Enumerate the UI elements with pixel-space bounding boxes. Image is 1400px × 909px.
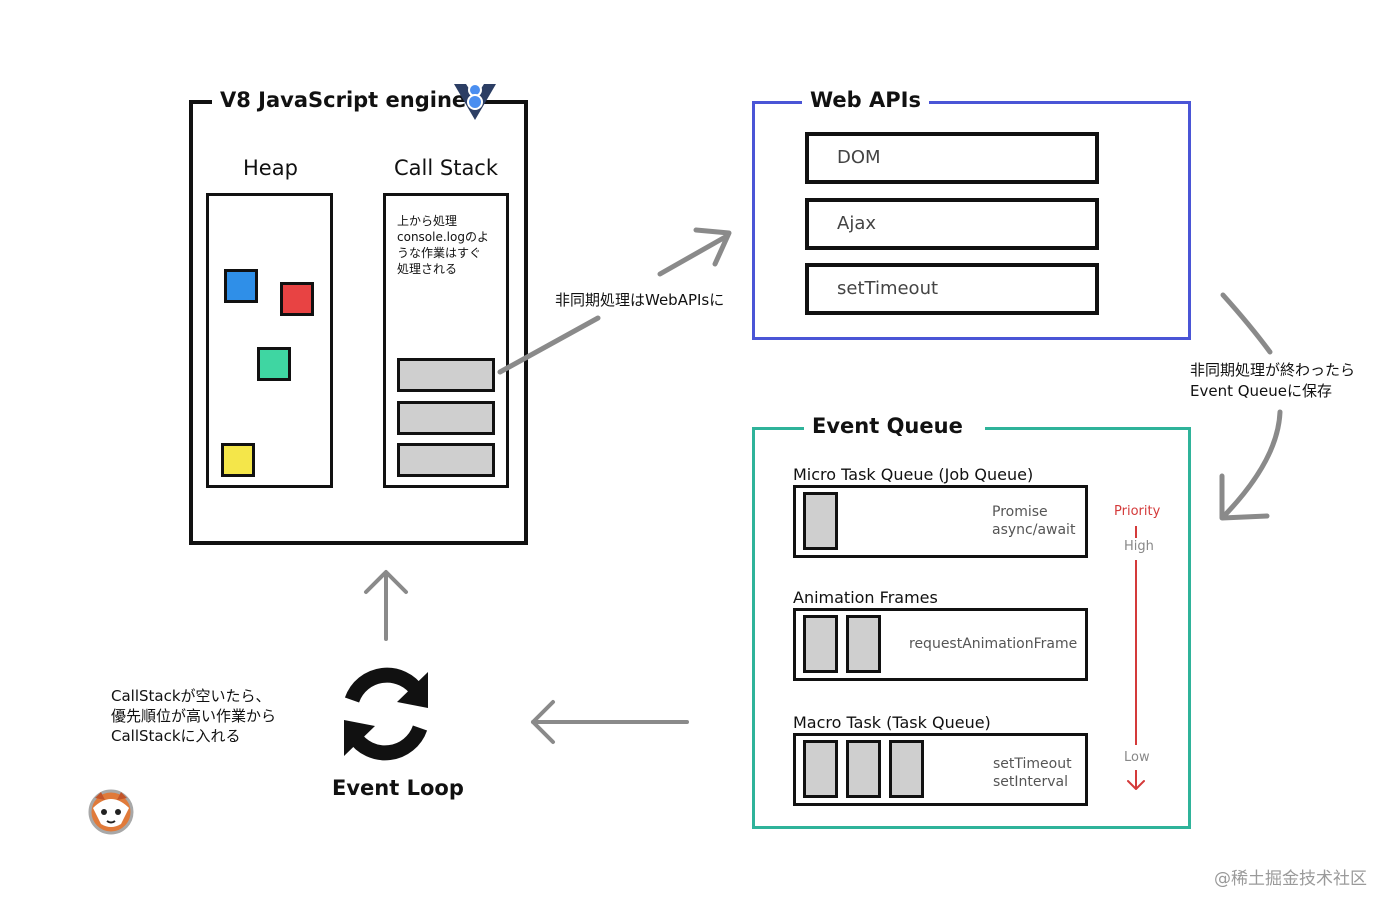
- micro-task-queue: [793, 485, 1088, 558]
- macro-tag: setTimeout: [993, 756, 1072, 772]
- event-loop-note-line: 優先順位が高い作業から: [111, 707, 277, 725]
- callstack-note-line: うな作業はすぐ: [397, 246, 482, 260]
- heap-object-green: [257, 347, 291, 381]
- callstack-note-line: 処理される: [397, 262, 458, 276]
- priority-high-label: High: [1124, 539, 1154, 554]
- avatar: [88, 789, 134, 835]
- async-arrow-line: [497, 315, 601, 375]
- web-api-ajax: Ajax: [805, 198, 1099, 250]
- event-queue-title: Event Queue: [804, 414, 985, 438]
- priority-low-label: Low: [1124, 750, 1150, 765]
- animation-tag: requestAnimationFrame: [909, 636, 1078, 652]
- v8-engine-title: V8 JavaScript engine: [212, 88, 475, 112]
- web-apis-title: Web APIs: [802, 88, 929, 112]
- callstack-frame: [397, 358, 495, 392]
- animation-frame-slot: [846, 615, 881, 673]
- callstack-note-line: console.logのよ: [397, 230, 489, 244]
- done-arrow-top: [1220, 292, 1273, 355]
- web-api-dom: DOM: [805, 132, 1099, 184]
- async-done-line: 非同期処理が終わったら: [1190, 361, 1356, 379]
- callstack-frame: [397, 443, 495, 477]
- macro-task-slot: [803, 740, 838, 798]
- micro-tag: Promise: [992, 504, 1048, 520]
- web-api-settimeout: setTimeout: [805, 263, 1099, 315]
- heap-box: [206, 193, 333, 488]
- loop-to-engine-arrow-head-icon: [364, 570, 408, 594]
- callstack-label: Call Stack: [394, 156, 499, 180]
- animation-frames-label: Animation Frames: [793, 588, 938, 607]
- callstack-box: [383, 193, 509, 488]
- priority-title: Priority: [1114, 504, 1161, 519]
- async-to-webapis-label: 非同期処理はWebAPIsに: [553, 289, 727, 310]
- macro-tag: setInterval: [993, 774, 1069, 790]
- heap-object-blue: [224, 269, 258, 303]
- event-loop-refresh-icon: [344, 667, 428, 761]
- callstack-note-line: 上から処理: [397, 214, 458, 228]
- priority-arrow-head-icon: [1127, 780, 1145, 790]
- event-loop-label: Event Loop: [332, 776, 464, 800]
- v8-logo-icon: [454, 83, 496, 120]
- heap-object-red: [280, 282, 314, 316]
- callstack-note: 上から処理 console.logのよ うな作業はすぐ 処理される: [397, 213, 489, 277]
- macro-task-queue: [793, 733, 1088, 806]
- async-done-line: Event Queueに保存: [1190, 382, 1333, 400]
- micro-tag: async/await: [992, 522, 1076, 538]
- macro-task-slot: [889, 740, 924, 798]
- event-loop-note-line: CallStackが空いたら、: [111, 687, 271, 705]
- animation-frame-slot: [803, 615, 838, 673]
- callstack-frame: [397, 401, 495, 435]
- macro-task-slot: [846, 740, 881, 798]
- animation-frames-queue: [793, 608, 1088, 681]
- done-arrow-bottom: [1221, 409, 1283, 519]
- animation-frame-tags: requestAnimationFrame: [909, 635, 1077, 653]
- queue-to-loop-arrow-head-icon: [531, 700, 555, 744]
- async-done-label: 非同期処理が終わったら Event Queueに保存: [1190, 360, 1355, 402]
- done-arrow-head-icon: [1219, 473, 1270, 521]
- web-apis-box: [752, 101, 1191, 340]
- watermark: @稀土掘金技术社区: [1214, 869, 1367, 889]
- async-arrow-head-icon: [693, 227, 732, 267]
- macro-task-queue-label: Macro Task (Task Queue): [793, 713, 991, 732]
- micro-task-slot: [803, 492, 838, 550]
- macro-task-tags: setTimeout setInterval: [993, 755, 1072, 791]
- event-loop-note: CallStackが空いたら、 優先順位が高い作業から CallStackに入れ…: [111, 686, 276, 746]
- heap-label: Heap: [243, 156, 298, 180]
- async-arrow-line: [657, 233, 730, 277]
- micro-task-queue-label: Micro Task Queue (Job Queue): [793, 465, 1034, 484]
- micro-task-tags: Promise async/await: [992, 503, 1075, 539]
- heap-object-yellow: [221, 443, 255, 477]
- event-loop-note-line: CallStackに入れる: [111, 727, 241, 745]
